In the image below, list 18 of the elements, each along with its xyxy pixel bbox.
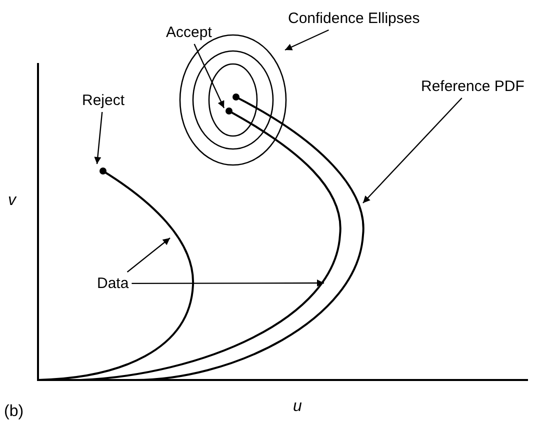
axis-label: u [293,398,302,416]
leader-arrow [126,238,170,272]
axis-label: v [8,192,16,210]
panel-label: (b) [4,403,24,421]
callout-label: Confidence Ellipses [288,10,420,27]
point-marker [226,108,232,114]
leader-arrow [284,29,329,51]
callout-label: Reference PDF [421,78,524,95]
reference-curve [130,96,364,381]
leader-arrow [362,98,462,204]
callout-label: Reject [82,92,125,109]
leader-arrow [94,112,103,164]
callout-label: Data [97,275,129,292]
data-curve [38,170,194,381]
leader-arrow [194,44,225,108]
callout-label: Accept [166,24,212,41]
leader-arrow [132,280,324,287]
data-curve [80,110,342,381]
